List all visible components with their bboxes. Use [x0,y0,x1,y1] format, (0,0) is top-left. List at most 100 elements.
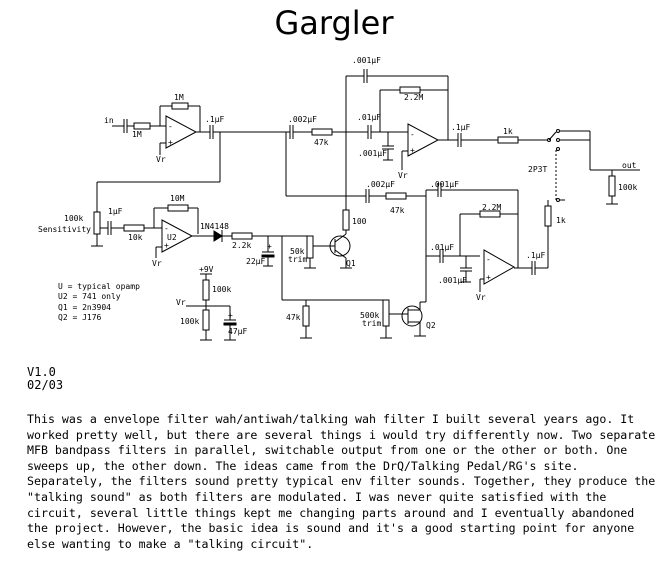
svg-text:10k: 10k [128,233,143,242]
svg-text:+: + [267,242,272,251]
svg-text:+: + [410,146,415,155]
svg-text:47k: 47k [314,138,329,147]
resistor-r-100 [342,209,350,231]
resistor-r-vr-top [202,279,210,301]
svg-text:2.2M: 2.2M [404,93,423,102]
legend-line: Q2 = J176 [58,313,102,322]
svg-text:.1µF: .1µF [451,123,470,132]
svg-text:.01µF: .01µF [430,243,454,252]
lower-mfb-filter: .002µF 47k .001µF .01µF 2.2M .001µF - + … [365,180,548,302]
svg-text:.002µF: .002µF [288,115,317,124]
opamp-input-buffer [165,115,198,149]
resistor-r-1k-bot [544,205,552,227]
svg-text:1k: 1k [556,216,566,225]
opamp-u2 [161,219,194,253]
svg-text:.001µF: .001µF [438,276,467,285]
svg-text:+9V: +9V [199,265,214,274]
resistor-r-47k-top [311,128,333,136]
resistor-r-47k-gnd [302,305,310,327]
sensitivity-pot[interactable] [93,211,101,235]
svg-text:Vr: Vr [476,293,486,302]
svg-text:Vr: Vr [176,298,186,307]
svg-text:500k: 500k [360,311,379,320]
svg-text:-: - [486,255,491,264]
svg-text:100k: 100k [180,317,199,326]
resistor-r-10k [123,224,145,232]
svg-text:1M: 1M [132,130,142,139]
svg-text:.002µF: .002µF [366,180,395,189]
svg-text:2.2k: 2.2k [232,241,251,250]
svg-text:.001µF: .001µF [352,56,381,65]
svg-text:47k: 47k [390,206,405,215]
svg-text:.01µF: .01µF [357,113,381,122]
svg-text:Q1: Q1 [346,259,356,268]
svg-text:.1µF: .1µF [526,251,545,260]
svg-text:1k: 1k [503,127,513,136]
svg-text:-: - [410,130,415,139]
svg-text:100k: 100k [618,183,637,192]
vr-bias-supply: +9V 100k Vr 100k + 47µF [176,265,247,341]
svg-text:47k: 47k [286,313,301,322]
trim-pot-500k[interactable] [382,299,390,327]
svg-text:100k: 100k [212,285,231,294]
input-buffer-stage: in 1M 1M - + Vr .1µF [96,93,290,212]
svg-text:+: + [228,311,233,320]
svg-text:50k: 50k [290,247,305,256]
svg-text:out: out [622,161,637,170]
svg-text:100k: 100k [64,214,83,223]
upper-mfb-filter: .002µF 47k .001µF .01µF 2.2M .001µF - + [288,56,548,180]
diode-1n4148 [213,230,223,242]
svg-text:2.2M: 2.2M [482,203,501,212]
svg-text:1µF: 1µF [108,207,123,216]
svg-text:22µF: 22µF [246,257,265,266]
svg-text:-: - [168,122,173,131]
svg-text:1M: 1M [174,93,184,102]
version-date: 02/03 [27,378,64,392]
resistor-r-10m [167,204,189,212]
q1-stage: 50k trim Q1 100 [285,132,367,269]
svg-text:2P3T: 2P3T [528,165,547,174]
q2-stage: 500k trim Q2 47k [286,299,436,339]
svg-text:Vr: Vr [156,155,166,164]
svg-text:.1µF: .1µF [205,115,224,124]
svg-text:+: + [164,241,169,250]
svg-text:U2: U2 [167,233,177,242]
resistor-r-fb1 [171,102,189,110]
resistor-r-2-2k [231,232,253,240]
component-legend: U = typical opamp U2 = 741 only Q1 = 2n3… [58,282,140,322]
resistor-r-1k-top [497,136,519,144]
resistor-r-47k-bot [385,192,407,200]
resistor-r-vr-bot [202,309,210,331]
legend-line: Q1 = 2n3904 [58,303,111,312]
svg-text:Sensitivity: Sensitivity [38,225,91,234]
resistor-r-100k-out [608,175,616,197]
svg-text:.001µF: .001µF [358,149,387,158]
project-description: This was a envelope filter wah/antiwah/t… [27,412,656,551]
transistor-q2 [401,305,423,327]
svg-text:Vr: Vr [398,171,408,180]
opamp-lower-filter [483,249,516,285]
svg-text:-: - [164,224,169,233]
svg-text:Q2: Q2 [426,321,436,330]
svg-text:1N4148: 1N4148 [200,222,229,231]
resistor-r-in [133,122,151,130]
svg-text:.001µF: .001µF [430,180,459,189]
svg-text:trim: trim [362,319,381,328]
version-info: V1.0 02/03 [27,366,63,392]
page-title: Gargler [274,4,394,42]
svg-text:10M: 10M [170,194,185,203]
version-number: V1.0 [27,365,56,379]
svg-text:+: + [168,138,173,147]
envelope-detector: 100k Sensitivity 1µF 10k 10M - + U2 Vr 1… [38,194,386,301]
circuit-schematic: in 1M 1M - + Vr .1µF . [38,56,640,341]
input-label: in [104,116,114,125]
trim-pot-50k[interactable] [306,235,314,259]
legend-line: U2 = 741 only [58,292,121,301]
svg-text:+: + [486,273,491,282]
legend-line: U = typical opamp [58,282,140,291]
svg-text:Vr: Vr [152,259,162,268]
svg-text:47µF: 47µF [228,327,247,336]
opamp-upper-filter [407,123,440,157]
svg-text:100: 100 [352,217,367,226]
output-switch-2p3t: 2P3T out 100k 1k [528,129,640,268]
